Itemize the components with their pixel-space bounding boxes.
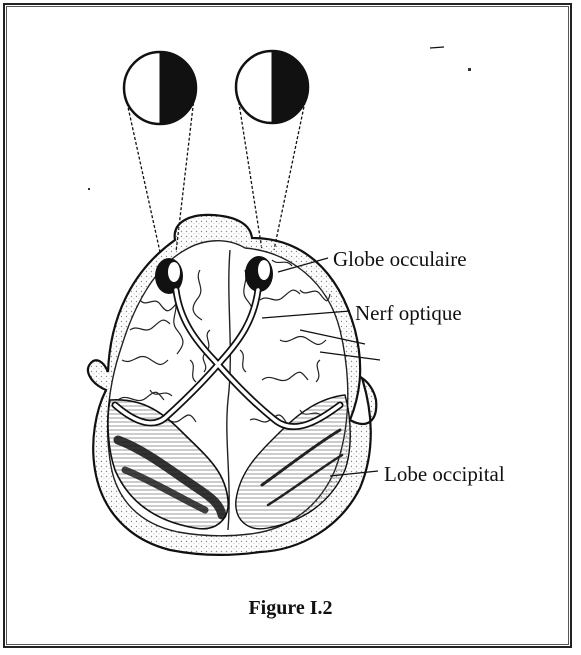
visual-field-right bbox=[236, 51, 308, 123]
label-nerf-optique: Nerf optique bbox=[355, 303, 462, 324]
label-lobe-occipital: Lobe occipital bbox=[384, 464, 505, 485]
visual-field-left bbox=[124, 52, 196, 124]
print-speck bbox=[468, 68, 471, 71]
figure-caption: Figure I.2 bbox=[0, 598, 581, 618]
label-globe-occulaire: Globe occulaire bbox=[333, 249, 467, 270]
print-speck bbox=[88, 188, 90, 190]
eyeball-right bbox=[245, 256, 273, 292]
